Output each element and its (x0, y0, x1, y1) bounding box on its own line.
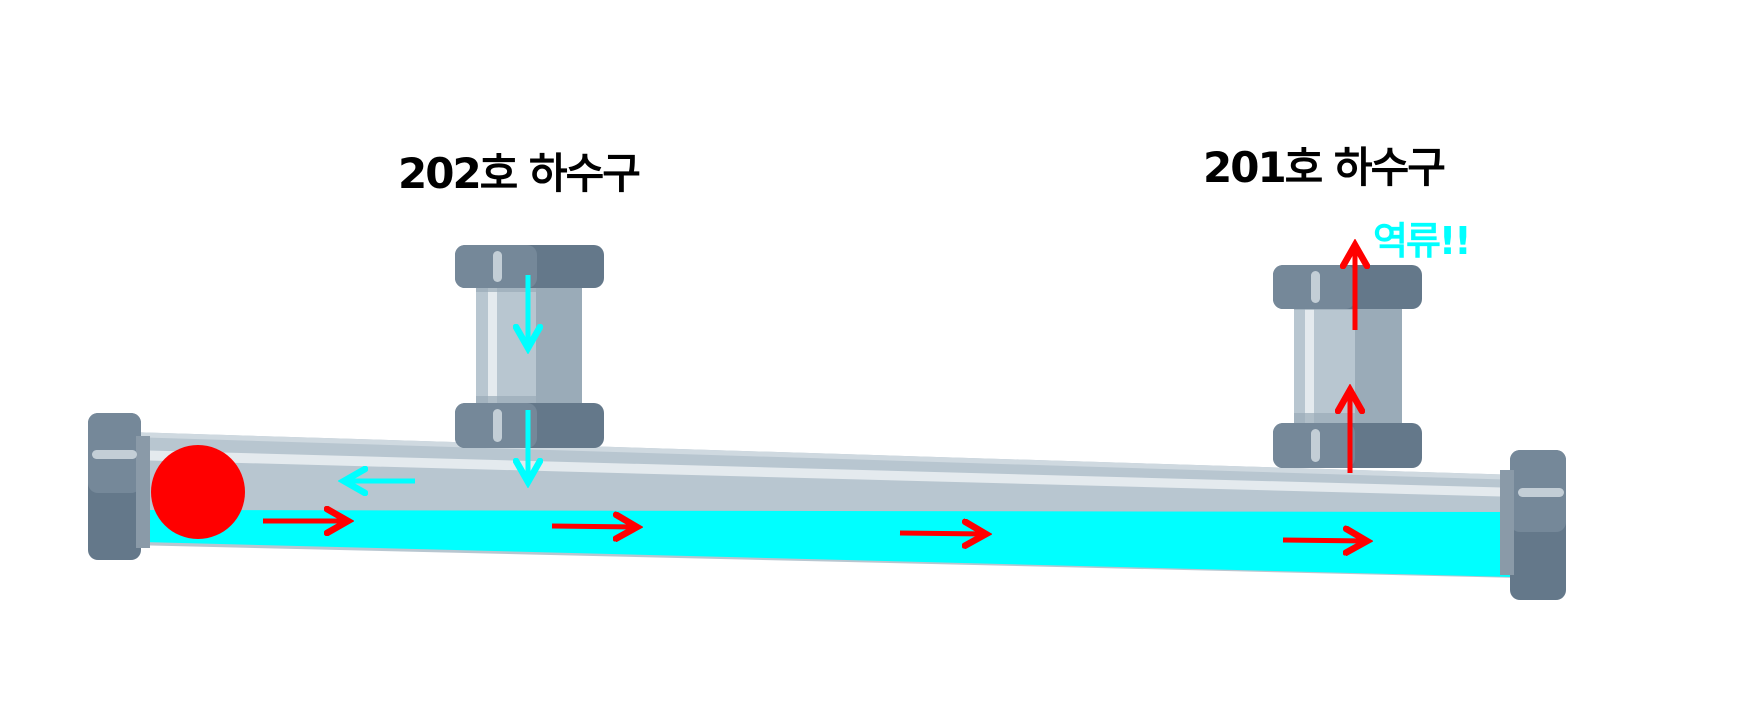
right-arrow-icon (899, 533, 986, 534)
drain-202-pipe (455, 245, 604, 448)
backflow-warning: 역류!! (1373, 219, 1472, 263)
drain-201-pipe (1273, 265, 1422, 468)
water-band (143, 510, 1512, 577)
left-end-flange (88, 413, 150, 560)
right-arrow-icon (1282, 540, 1367, 541)
drain-202-label: 202호 하수구 (398, 149, 641, 198)
right-end-flange (1500, 450, 1566, 600)
red-circle-blockage-icon (151, 445, 245, 539)
drain-201-label: 201호 하수구 (1203, 143, 1446, 192)
right-arrow-icon (551, 526, 637, 527)
